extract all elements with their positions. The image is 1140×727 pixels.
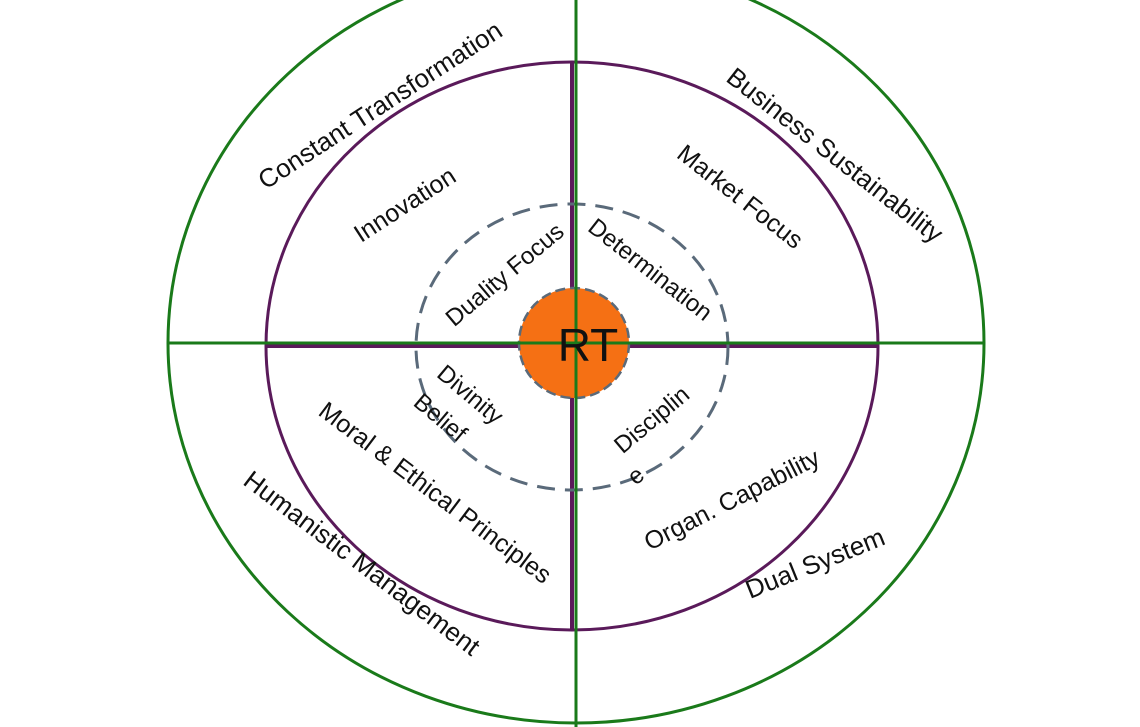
outer-bottom-right-label: Dual System xyxy=(741,521,889,604)
core-label: RT xyxy=(558,319,619,371)
middle-top-left-label: Innovation xyxy=(349,162,461,248)
middle-top-right-label: Market Focus xyxy=(672,139,809,254)
outer-top-left-label: Constant Transformation xyxy=(252,15,507,195)
inner-dashed-ring xyxy=(414,202,730,492)
inner-bottom-right-label-2: e xyxy=(622,461,650,490)
